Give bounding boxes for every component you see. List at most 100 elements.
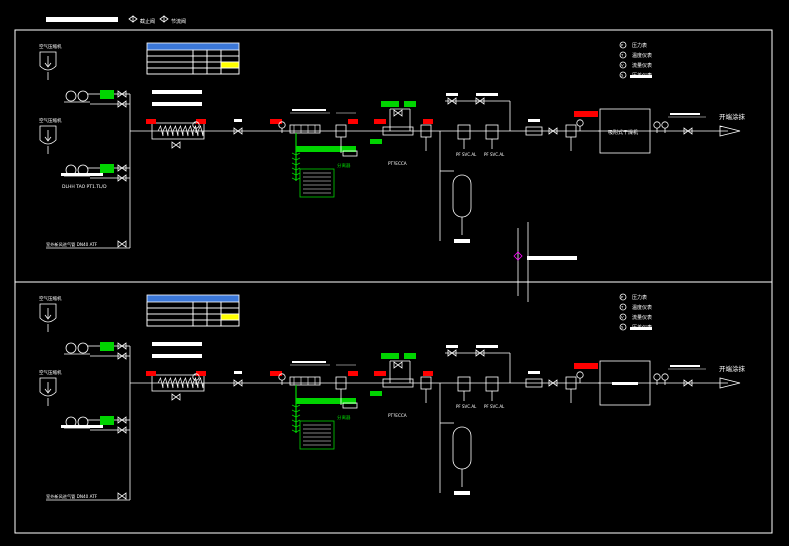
compressor-unit-1: 空气压缩机	[39, 295, 130, 360]
tank-label-bar	[454, 491, 470, 495]
after-filter-body	[525, 126, 543, 136]
filter-valve-icon	[447, 349, 457, 357]
legend-symbol-icon	[619, 41, 627, 49]
filter-valve-icon	[475, 349, 485, 357]
intake-arrow-head	[44, 136, 52, 142]
aftercooler-indicator	[100, 416, 114, 425]
separator-tag	[348, 119, 358, 124]
outlet-tag-bar	[670, 113, 700, 115]
filter-valve-icon	[447, 97, 457, 105]
dryer-label: PT?ECCA	[388, 161, 407, 166]
table-cell	[220, 49, 240, 57]
aftercooler-indicator	[100, 90, 114, 99]
receiver-tag	[196, 119, 206, 124]
table-cell	[146, 49, 194, 57]
cooler-green-bar	[296, 398, 356, 404]
dryer-filter-tag	[423, 119, 433, 124]
bypass-valve-icon	[117, 352, 127, 360]
table-border	[146, 42, 240, 75]
after-valve-icon	[548, 379, 558, 387]
table-cell	[220, 67, 240, 75]
table-cell	[220, 301, 240, 309]
outlet-arrow-icon	[719, 125, 741, 137]
twin-filter-unit: PF SVC.AL PF SVC.AL	[445, 345, 511, 409]
adsorption-dryer	[598, 360, 706, 406]
cooler-coil-segment	[291, 419, 301, 423]
dryer-status-green	[370, 391, 382, 396]
note-bar	[152, 354, 202, 358]
line-valve-icon	[233, 127, 243, 135]
separator-unit: 分离器	[335, 112, 358, 169]
instrument-legend: P压力表T温度仪表V流量仪表S压差仪表	[619, 41, 652, 79]
bypass-valve-icon	[117, 426, 127, 434]
bypass-valve-icon	[117, 100, 127, 108]
legend-symbol-icon	[619, 323, 627, 331]
refrigerated-dryer-unit: PT?ECCA	[370, 101, 433, 166]
legend-symbol-letter: S	[621, 73, 624, 78]
table-header-row	[147, 295, 239, 302]
table-cell	[192, 313, 208, 321]
adsorption-dryer: 吸附式干燥机	[598, 108, 706, 154]
legend-symbol-letter: P	[621, 295, 624, 300]
separator-trap	[342, 402, 358, 409]
legend-symbol-icon	[619, 313, 627, 321]
cross-valve-icon	[513, 251, 523, 261]
table-cell	[146, 301, 194, 309]
cooler-coil-segment	[291, 152, 301, 156]
cooler-coil-segment	[291, 414, 301, 418]
intake-arrow-head	[44, 388, 52, 394]
vertical-tank	[452, 426, 472, 470]
receiver-coil	[157, 376, 204, 389]
legend-label-throttle-valve: 节流阀	[171, 18, 186, 25]
vertical-tank	[452, 174, 472, 218]
separator-unit: 分离器	[335, 364, 358, 421]
discharge-valve-icon	[117, 90, 127, 98]
filter-label: PF SVC.AL	[456, 404, 477, 409]
receiver-tag	[146, 371, 156, 376]
table-cell	[192, 55, 208, 63]
legend-symbol-icon	[619, 61, 627, 69]
aftercooler-indicator	[100, 164, 114, 173]
after-filter-unit	[525, 111, 598, 151]
filter-tag-bar	[476, 93, 498, 96]
legend-item-text: 温度仪表	[632, 304, 652, 311]
inlet-valve-icon	[117, 240, 127, 248]
table-cell	[206, 55, 222, 63]
compressor-label-top: 空气压缩机	[39, 295, 62, 302]
inlet-label: 室外新风进气管 DN40 ATF	[46, 241, 98, 248]
table-cell	[220, 307, 240, 315]
compressor-label-bottom: 空气压缩机	[39, 117, 62, 124]
legend-extra-bar	[630, 327, 652, 330]
legend-item-text: 温度仪表	[632, 52, 652, 59]
intake-arrow-head	[44, 314, 52, 320]
table-cell	[206, 61, 222, 69]
refrigerated-dryer-unit: PT?ECCA	[370, 353, 433, 418]
filter-label: PF SVC.AL	[484, 404, 505, 409]
discharge-valve-icon	[117, 164, 127, 172]
table-cell	[146, 55, 194, 63]
legend-symbol-icon	[619, 293, 627, 301]
table-header-row	[147, 43, 239, 50]
cooler-coil-segment	[291, 409, 301, 413]
legend-symbol-letter: V	[621, 63, 624, 68]
cooler-body	[299, 168, 335, 198]
intake-filter-icon	[39, 303, 57, 323]
table-cell	[146, 319, 194, 327]
dryer-box-label-bar	[612, 382, 638, 385]
cooler-coil-segment	[291, 157, 301, 161]
compressor-unit-1: 空气压缩机	[39, 43, 130, 108]
table-cell	[192, 61, 208, 69]
filter-housing	[457, 124, 471, 140]
receiver-tag	[196, 371, 206, 376]
cooler-coil-segment	[291, 424, 301, 428]
table-cell	[146, 313, 194, 321]
dryer-filter-tag	[423, 371, 433, 376]
outlet-label: 开端涂抹	[719, 364, 746, 373]
dryer-tag-green	[404, 353, 416, 359]
discharge-valve-icon	[117, 416, 127, 424]
prefilter-tag	[270, 371, 282, 376]
dryer-box-label: 吸附式干燥机	[608, 129, 638, 136]
outlet-gauge-icon	[661, 121, 669, 129]
dryer-body	[382, 378, 414, 388]
spec-bar	[61, 425, 103, 428]
